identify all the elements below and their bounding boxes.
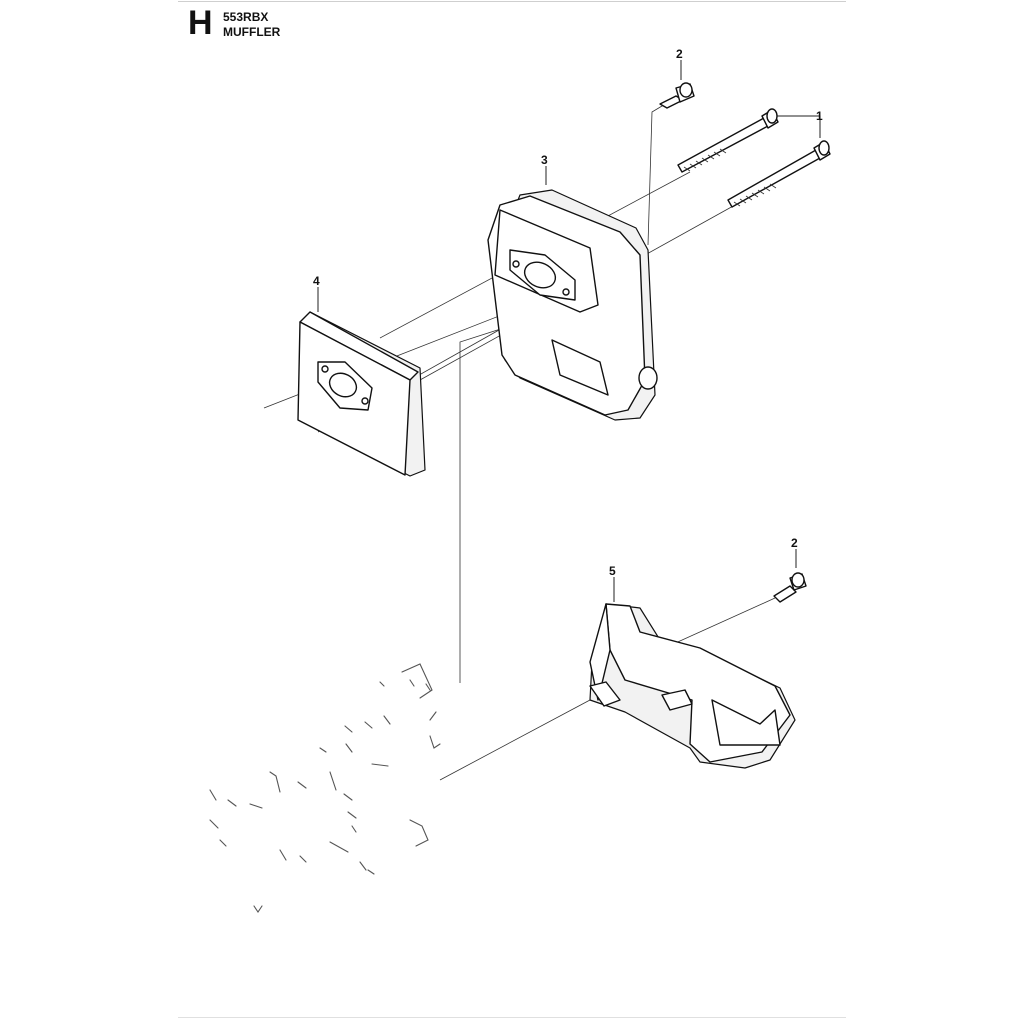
leader-guard-screw bbox=[659, 597, 776, 651]
leader-guard-engine bbox=[439, 699, 591, 781]
callout-3: 3 bbox=[541, 153, 548, 167]
top-rule bbox=[178, 1, 846, 2]
engine-outline-fragments bbox=[209, 663, 441, 913]
callout-2-top: 2 bbox=[676, 47, 683, 61]
long-screw-icon bbox=[677, 108, 831, 208]
gasket-icon bbox=[297, 311, 426, 477]
callout-1: 1 bbox=[816, 109, 823, 123]
callout-4: 4 bbox=[313, 274, 320, 288]
model-number: 553RBX bbox=[223, 10, 269, 24]
callout-5: 5 bbox=[609, 564, 616, 578]
callout-1-leader bbox=[775, 115, 821, 138]
muffler-icon bbox=[487, 189, 658, 421]
guard-icon bbox=[589, 603, 796, 769]
screw-icon bbox=[659, 82, 695, 109]
part-title: MUFFLER bbox=[223, 25, 281, 39]
callouts: 2 1 3 4 2 5 bbox=[313, 47, 823, 578]
callout-2-bottom: 2 bbox=[791, 536, 798, 550]
section-letter: H bbox=[188, 4, 213, 42]
bottom-rule bbox=[178, 1017, 846, 1018]
leader-screw-top bbox=[647, 99, 673, 246]
screw-icon bbox=[773, 572, 807, 603]
